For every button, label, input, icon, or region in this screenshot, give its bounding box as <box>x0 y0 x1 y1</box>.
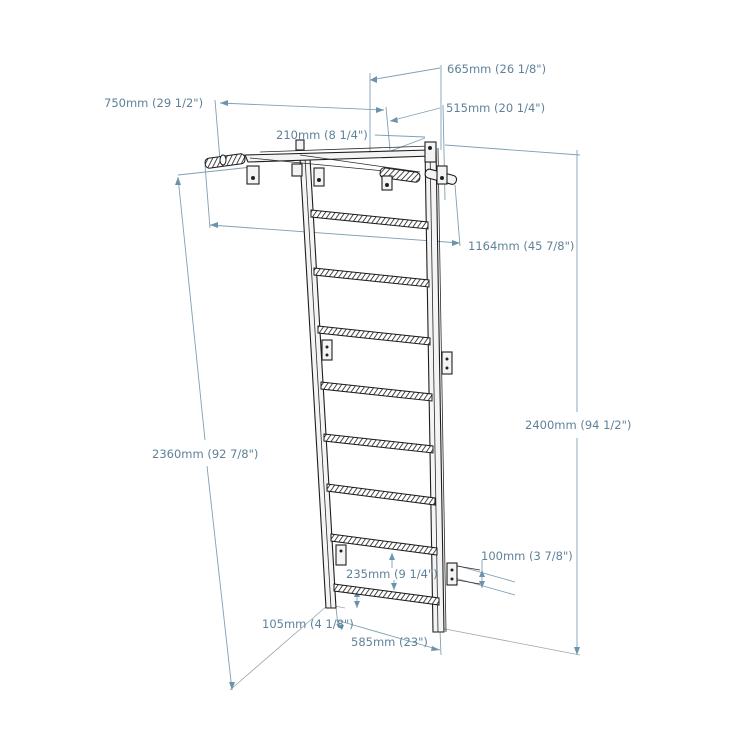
dim-wall-standoff: 100mm (3 7/8") <box>481 549 573 563</box>
dim-bottom-clearance: 105mm (4 1/8") <box>262 617 354 631</box>
dim-ladder-width: 585mm (23") <box>351 635 428 649</box>
pullup-bar-assembly <box>204 139 458 191</box>
dim-top-depth-total: 665mm (26 1/8") <box>447 62 547 76</box>
dim-grip-spacing: 210mm (8 1/4") <box>276 128 368 142</box>
dim-pullup-bar-length: 750mm (29 1/2") <box>104 96 204 110</box>
dim-overall-height: 2400mm (94 1/2") <box>525 418 632 432</box>
ladder-rungs <box>310 209 440 606</box>
wall-brackets <box>321 339 481 586</box>
dimension-lines <box>175 65 581 691</box>
dim-rung-spacing: 235mm (9 1/4") <box>346 567 438 581</box>
dim-overall-width: 1164mm (45 7/8") <box>468 239 575 253</box>
dim-top-depth-inner: 515mm (20 1/4") <box>446 101 546 115</box>
ladder-uprights <box>299 147 447 633</box>
dim-ladder-height: 2360mm (92 7/8") <box>152 447 259 461</box>
